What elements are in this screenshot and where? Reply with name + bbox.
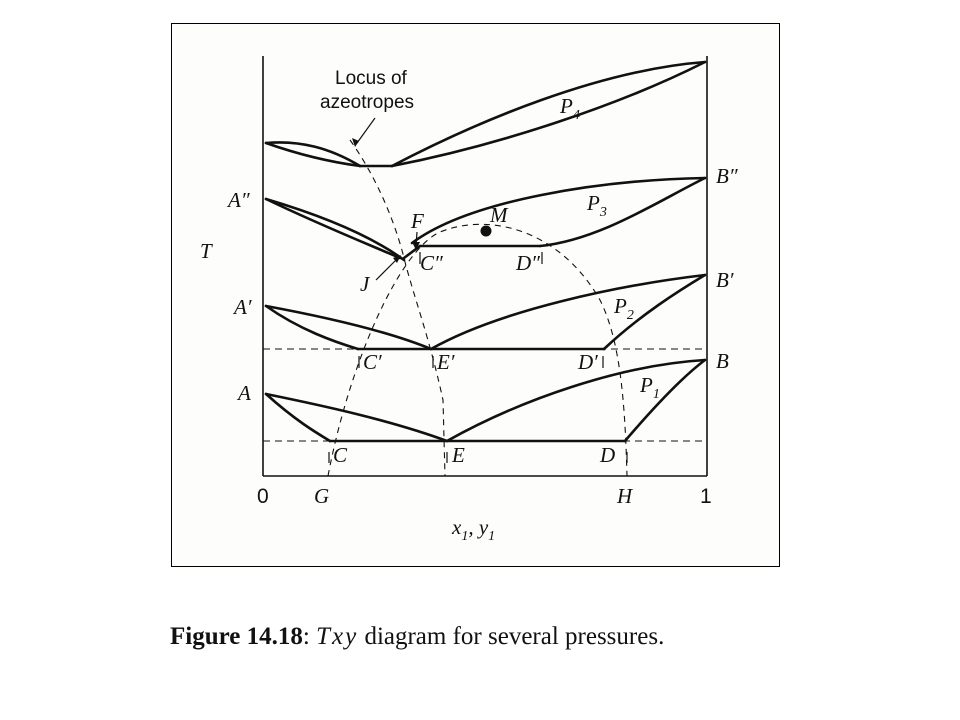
locus-pointer-head [352, 138, 359, 147]
pressure-label-p4: P4 [559, 94, 580, 123]
p3-link-line [402, 244, 422, 260]
p1-dew-curve-left [264, 392, 449, 443]
x-axis-tick-0: 0 [257, 485, 269, 508]
label-d-prime: D′ [577, 350, 598, 374]
locus-pointer [356, 117, 376, 144]
locus-label-line1: Locus of [335, 68, 408, 89]
j-pointer [375, 257, 399, 281]
x-axis-tick-1: 1 [700, 485, 712, 508]
p3-bubble-curve-left [264, 197, 402, 260]
p2-dew-curve-right [429, 273, 707, 351]
caption-figure-number: Figure 14.18 [170, 623, 303, 650]
caption-symbol: Txy [316, 623, 359, 650]
j-pointer-head [393, 255, 401, 263]
p4-upper-curve [390, 60, 707, 168]
caption-colon: : [302, 623, 317, 650]
p3-dew-curve-left [264, 197, 406, 262]
p4-left-lower-curve [264, 141, 362, 168]
locus-label-line2: azeotropes [320, 92, 414, 113]
p2-bubble-curve-left [264, 304, 360, 351]
label-a-dprime: A″ [226, 188, 250, 212]
p2-dew-curve-left [264, 304, 433, 351]
p1-dew-curve-right [445, 358, 707, 443]
label-c-dprime: C″ [420, 251, 443, 275]
label-j: J [360, 272, 371, 296]
caption-text: diagram for several pressures. [358, 623, 665, 650]
label-a-prime: A′ [232, 295, 252, 319]
p3-bubble-curve-right [538, 176, 707, 248]
pressure-label-p1: P1 [639, 373, 660, 402]
point-m-marker [480, 225, 492, 237]
pressure-label-p2: P2 [613, 294, 634, 323]
p2-bubble-curve-right [602, 273, 707, 351]
txy-diagram: Locus of azeotropes P1 P2 P3 P4 A A′ A″ … [200, 56, 738, 544]
label-d-dprime: D″ [515, 251, 540, 275]
label-b-prime: B′ [716, 268, 734, 292]
y-axis-label: T [200, 239, 213, 263]
f-pointer-head [412, 242, 420, 250]
p1-bubble-curve-right [623, 358, 707, 443]
label-e: E [451, 443, 465, 467]
label-d: D [599, 443, 615, 467]
label-g: G [314, 484, 329, 508]
label-b-dprime: B″ [716, 164, 738, 188]
p4-lower-curve [390, 60, 707, 168]
label-h: H [616, 484, 634, 508]
label-b: B [716, 349, 729, 373]
label-e-prime: E′ [436, 350, 455, 374]
label-c: C [333, 443, 348, 467]
label-a: A [236, 381, 251, 405]
label-f: F [410, 209, 424, 233]
p1-bubble-curve-left [264, 392, 332, 443]
label-m: M [489, 203, 509, 227]
dome-curve [327, 223, 628, 477]
p4-left-upper-curve [264, 141, 362, 168]
label-c-prime: C′ [363, 350, 382, 374]
pressure-label-p3: P3 [586, 191, 607, 220]
figure-caption: Figure 14.18: Txy diagram for several pr… [170, 618, 730, 656]
x-axis-label: x1, y1 [451, 515, 495, 544]
azeotrope-locus-curve [349, 139, 446, 477]
p3-dew-curve-right [410, 176, 707, 245]
